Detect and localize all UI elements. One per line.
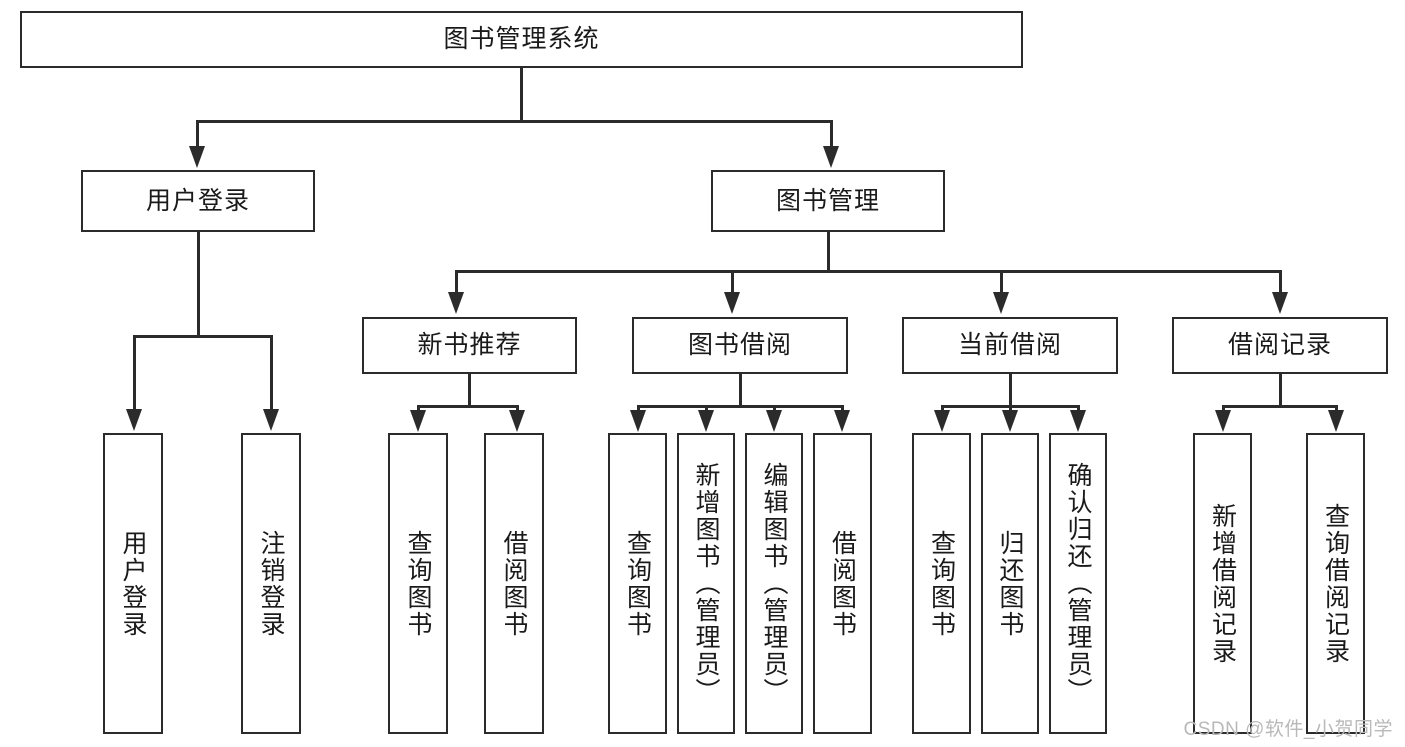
connector-root-leg-2 xyxy=(830,120,833,148)
connector-records-leg-2 xyxy=(1335,405,1338,413)
connector-bookmgmt-leg-3 xyxy=(1000,270,1003,294)
node-label: 编辑图书（管理员） xyxy=(760,462,788,705)
node-label: 查询图书 xyxy=(404,529,432,638)
node-label: 确认归还（管理员） xyxy=(1064,462,1092,705)
connector-bookborrow-leg-2 xyxy=(705,405,708,413)
connector-newbook-leg-1 xyxy=(417,405,420,413)
leaf-current-query-book[interactable]: 查询图书 xyxy=(912,433,971,734)
arrowhead-current-confirm xyxy=(1070,410,1086,432)
node-root-system[interactable]: 图书管理系统 xyxy=(20,11,1023,68)
node-label: 用户登录 xyxy=(119,529,147,638)
connector-userlogin-leg-2 xyxy=(270,335,273,411)
connector-root-stem xyxy=(520,68,523,120)
arrowhead-current-query xyxy=(934,410,950,432)
node-label: 查询图书 xyxy=(927,529,956,638)
leaf-current-confirm-return-admin[interactable]: 确认归还（管理员） xyxy=(1049,433,1107,734)
node-book-management[interactable]: 图书管理 xyxy=(711,170,945,232)
arrowhead-new-book xyxy=(448,292,464,314)
arrowhead-borrow-edit xyxy=(766,410,782,432)
node-book-borrow[interactable]: 图书借阅 xyxy=(632,317,848,374)
arrowhead-newbook-borrow xyxy=(509,410,525,432)
node-label: 用户登录 xyxy=(145,186,250,215)
node-label: 图书管理系统 xyxy=(443,25,600,54)
arrowhead-newbook-query xyxy=(410,410,426,432)
arrowhead-current-return xyxy=(1002,410,1018,432)
connector-records-bus xyxy=(1222,405,1337,408)
connector-bookmgmt-leg-4 xyxy=(1279,270,1282,294)
node-label: 查询借阅记录 xyxy=(1321,502,1350,665)
connector-bookmgmt-bus xyxy=(455,270,1282,273)
connector-newbook-stem xyxy=(468,374,471,405)
leaf-records-add-record[interactable]: 新增借阅记录 xyxy=(1193,433,1252,734)
connector-bookmgmt-leg-2 xyxy=(731,270,734,294)
connector-newbook-leg-2 xyxy=(516,405,519,413)
connector-currentborrow-leg-2 xyxy=(1009,405,1012,413)
node-new-book-recommend[interactable]: 新书推荐 xyxy=(362,317,577,374)
connector-root-leg-1 xyxy=(196,120,199,148)
connector-bookmgmt-stem xyxy=(827,232,830,270)
connector-records-stem xyxy=(1279,374,1282,405)
arrowhead-borrow-add xyxy=(698,410,714,432)
arrowhead-records-add xyxy=(1215,410,1231,432)
connector-bookmgmt-leg-1 xyxy=(455,270,458,294)
connector-records-leg-1 xyxy=(1222,405,1225,413)
connector-userlogin-bus xyxy=(133,335,273,338)
arrowhead-borrow-records xyxy=(1272,292,1288,314)
node-label: 图书管理 xyxy=(775,186,880,215)
node-label: 借阅记录 xyxy=(1227,331,1332,360)
connector-bookborrow-leg-4 xyxy=(841,405,844,413)
leaf-user-login[interactable]: 用户登录 xyxy=(103,433,163,734)
node-label: 新书推荐 xyxy=(417,331,522,360)
node-borrow-records[interactable]: 借阅记录 xyxy=(1172,317,1388,374)
leaf-logout[interactable]: 注销登录 xyxy=(241,433,301,734)
arrowhead-book-manage xyxy=(823,146,839,168)
connector-currentborrow-stem xyxy=(1009,374,1012,405)
node-user-login[interactable]: 用户登录 xyxy=(81,170,315,232)
connector-newbook-bus xyxy=(417,405,519,408)
node-label: 新增借阅记录 xyxy=(1208,502,1237,665)
node-label: 查询图书 xyxy=(623,529,652,638)
node-label: 归还图书 xyxy=(996,529,1024,638)
connector-currentborrow-leg-1 xyxy=(941,405,944,413)
node-label: 当前借阅 xyxy=(957,331,1062,360)
arrowhead-current-borrow xyxy=(993,292,1009,314)
connector-bookborrow-leg-1 xyxy=(637,405,640,413)
arrowhead-leaf-user-login xyxy=(126,409,142,431)
node-label: 注销登录 xyxy=(257,529,285,638)
connector-bookborrow-bus xyxy=(637,405,844,408)
arrowhead-user-login xyxy=(189,146,205,168)
arrowhead-borrow-lend xyxy=(834,410,850,432)
node-label: 借阅图书 xyxy=(500,529,528,638)
arrowhead-book-borrow xyxy=(724,292,740,314)
node-label: 借阅图书 xyxy=(828,529,857,638)
connector-userlogin-leg-1 xyxy=(133,335,136,411)
leaf-records-query-record[interactable]: 查询借阅记录 xyxy=(1306,433,1365,734)
arrowhead-borrow-query xyxy=(630,410,646,432)
leaf-newbook-query-book[interactable]: 查询图书 xyxy=(388,433,448,734)
leaf-borrow-lend-book[interactable]: 借阅图书 xyxy=(813,433,872,734)
node-label: 新增图书（管理员） xyxy=(692,462,720,705)
connector-bookborrow-leg-3 xyxy=(773,405,776,413)
connector-userlogin-stem xyxy=(197,232,200,335)
connector-root-bus xyxy=(196,120,832,123)
leaf-newbook-borrow-book[interactable]: 借阅图书 xyxy=(484,433,544,734)
arrowhead-leaf-logout xyxy=(263,409,279,431)
leaf-borrow-query-book[interactable]: 查询图书 xyxy=(608,433,667,734)
leaf-current-return-book[interactable]: 归还图书 xyxy=(981,433,1039,734)
connector-bookborrow-stem xyxy=(739,374,742,405)
node-current-borrow[interactable]: 当前借阅 xyxy=(902,317,1118,374)
arrowhead-records-query xyxy=(1328,410,1344,432)
leaf-borrow-add-book-admin[interactable]: 新增图书（管理员） xyxy=(677,433,735,734)
connector-currentborrow-leg-3 xyxy=(1077,405,1080,413)
node-label: 图书借阅 xyxy=(687,331,792,360)
leaf-borrow-edit-book-admin[interactable]: 编辑图书（管理员） xyxy=(745,433,803,734)
